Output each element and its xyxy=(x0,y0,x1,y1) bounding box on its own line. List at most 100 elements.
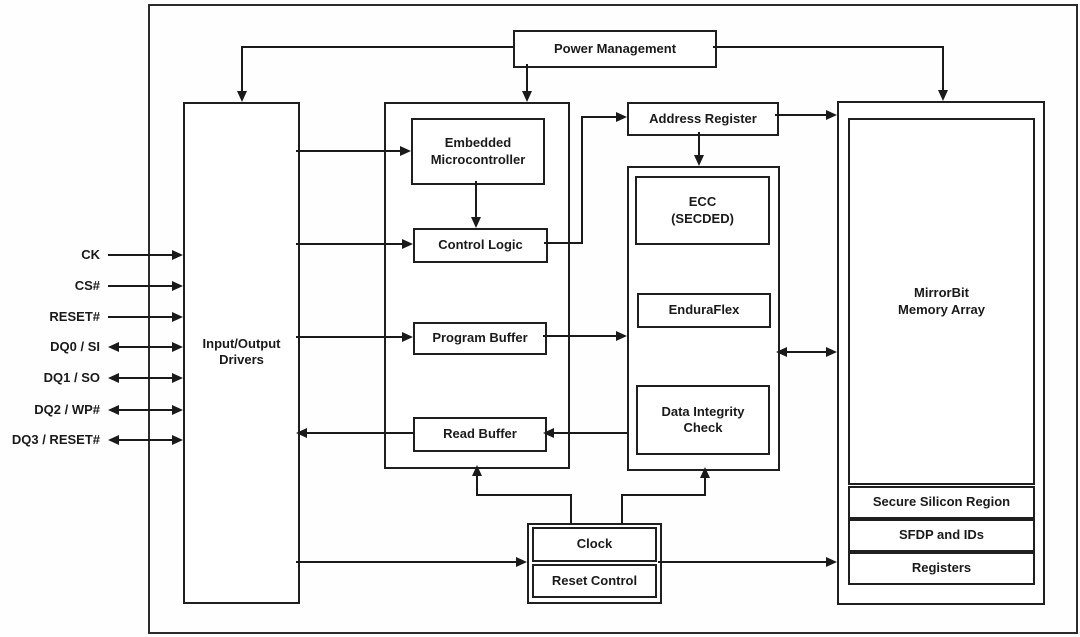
sfdp-and-ids-label: SFDP and IDs xyxy=(898,527,984,543)
connector xyxy=(296,561,518,563)
connector xyxy=(307,432,413,434)
secure-silicon-region-label: Secure Silicon Region xyxy=(872,494,1011,510)
reset-control-block: Reset Control xyxy=(532,564,657,598)
arrow-right-icon xyxy=(172,281,183,291)
arrow-left-icon xyxy=(108,342,119,352)
connector xyxy=(112,439,176,441)
connector xyxy=(713,46,944,48)
arrow-down-icon xyxy=(237,91,247,102)
connector xyxy=(241,46,243,92)
arrow-right-icon xyxy=(172,250,183,260)
data-integrity-check-label: Data Integrity Check xyxy=(661,403,745,435)
arrow-right-icon xyxy=(616,331,627,341)
signal-label-reset: RESET# xyxy=(49,309,100,324)
connector xyxy=(112,346,176,348)
arrow-right-icon xyxy=(826,557,837,567)
arrow-right-icon xyxy=(616,112,627,122)
connector xyxy=(704,478,706,496)
arrow-up-icon xyxy=(700,467,710,478)
ecc-secded-block: ECC (SECDED) xyxy=(635,176,770,245)
data-integrity-check-block: Data Integrity Check xyxy=(636,385,770,455)
arrow-down-icon xyxy=(938,90,948,101)
connector xyxy=(786,351,828,353)
connector xyxy=(775,114,827,116)
arrow-right-icon xyxy=(172,373,183,383)
registers-block: Registers xyxy=(848,552,1035,585)
signal-label-cs: CS# xyxy=(74,278,100,293)
signal-label-dq0-si: DQ0 / SI xyxy=(50,339,100,354)
connector xyxy=(554,432,627,434)
connector xyxy=(475,181,477,219)
io-drivers-label: Input/Output Drivers xyxy=(202,336,281,368)
connector xyxy=(108,254,176,256)
connector xyxy=(112,409,176,411)
clock-block: Clock xyxy=(532,527,657,562)
connector xyxy=(942,46,944,91)
connector xyxy=(570,494,572,523)
arrow-right-icon xyxy=(172,312,183,322)
program-buffer-label: Program Buffer xyxy=(432,330,528,346)
arrow-left-icon xyxy=(108,405,119,415)
arrow-right-icon xyxy=(172,342,183,352)
enduraflex-label: EnduraFlex xyxy=(668,302,740,318)
connector xyxy=(108,316,176,318)
reset-control-label: Reset Control xyxy=(551,572,638,588)
address-register-block: Address Register xyxy=(627,102,779,136)
arrow-right-icon xyxy=(402,332,413,342)
connector xyxy=(296,336,404,338)
io-drivers-block: Input/Output Drivers xyxy=(183,102,300,604)
signal-label-dq1-so: DQ1 / SO xyxy=(43,370,100,385)
control-logic-label: Control Logic xyxy=(438,237,523,253)
arrow-right-icon xyxy=(172,405,183,415)
arrow-left-icon xyxy=(776,347,787,357)
connector xyxy=(108,285,176,287)
diagram-outer-frame xyxy=(148,4,1078,634)
connector xyxy=(543,335,617,337)
sfdp-and-ids-block: SFDP and IDs xyxy=(848,519,1035,552)
arrow-right-icon xyxy=(826,347,837,357)
enduraflex-block: EnduraFlex xyxy=(637,293,771,328)
signal-label-dq2-wp: DQ2 / WP# xyxy=(34,402,100,417)
clock-label: Clock xyxy=(576,536,613,552)
arrow-right-icon xyxy=(172,435,183,445)
ecc-secded-label: ECC (SECDED) xyxy=(671,194,734,226)
arrow-right-icon xyxy=(516,557,527,567)
embedded-microcontroller-block: Embedded Microcontroller xyxy=(411,118,545,185)
registers-label: Registers xyxy=(911,560,972,576)
connector xyxy=(241,46,513,48)
embedded-microcontroller-label: Embedded Microcontroller xyxy=(430,135,526,167)
read-buffer-label: Read Buffer xyxy=(443,426,517,442)
connector xyxy=(698,132,700,158)
connector xyxy=(621,494,706,496)
arrow-right-icon xyxy=(826,110,837,120)
connector xyxy=(476,494,572,496)
signal-label-ck: CK xyxy=(81,247,100,262)
connector xyxy=(476,476,478,496)
arrow-down-icon xyxy=(471,217,481,228)
connector xyxy=(296,243,404,245)
connector xyxy=(581,116,583,244)
connector xyxy=(658,561,828,563)
connector xyxy=(544,242,583,244)
arrow-left-icon xyxy=(108,435,119,445)
arrow-left-icon xyxy=(108,373,119,383)
control-logic-block: Control Logic xyxy=(413,228,548,263)
power-management-block: Power Management xyxy=(513,30,717,68)
address-register-label: Address Register xyxy=(649,110,757,126)
arrow-up-icon xyxy=(472,465,482,476)
mirrorbit-memory-array-block: MirrorBit Memory Array xyxy=(848,118,1035,485)
mirrorbit-memory-array-label: MirrorBit Memory Array xyxy=(898,285,985,317)
program-buffer-block: Program Buffer xyxy=(413,322,547,355)
arrow-left-icon xyxy=(543,428,554,438)
connector xyxy=(621,494,623,523)
connector xyxy=(526,64,528,92)
power-management-label: Power Management xyxy=(553,40,677,56)
arrow-down-icon xyxy=(522,91,532,102)
connector xyxy=(296,150,402,152)
connector xyxy=(112,377,176,379)
connector xyxy=(581,116,617,118)
arrow-down-icon xyxy=(694,155,704,166)
arrow-right-icon xyxy=(402,239,413,249)
read-buffer-block: Read Buffer xyxy=(413,417,547,452)
